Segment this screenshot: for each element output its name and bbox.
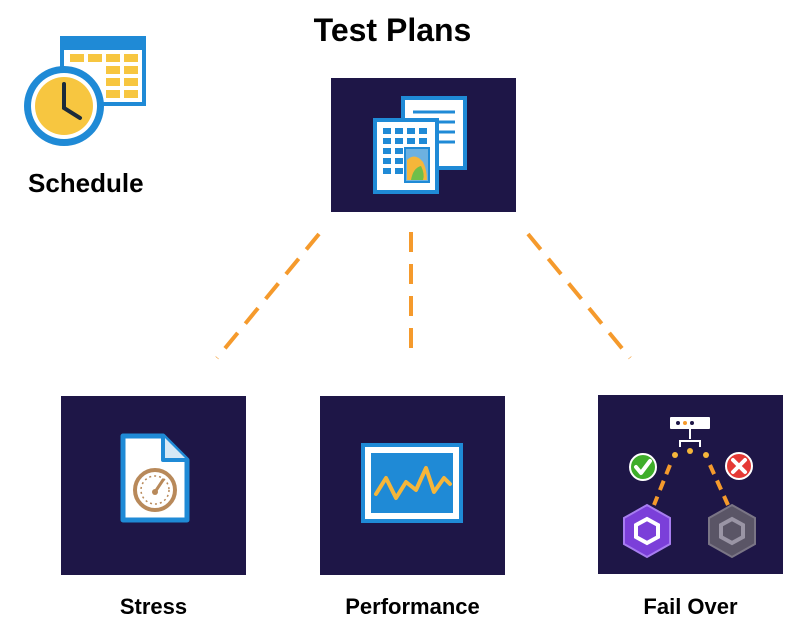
calendar-clock-icon [22, 36, 148, 148]
connector-stress [215, 232, 321, 360]
performance-label: Performance [345, 594, 480, 619]
stress-label: Stress [119, 594, 188, 619]
stress-tile [61, 396, 246, 575]
diagram-title: Test Plans [313, 12, 472, 48]
test-plan-documents-icon [373, 96, 469, 194]
schedule-label: Schedule [28, 168, 144, 198]
stress-gauge-document-icon [119, 432, 191, 524]
failover-network-icon [598, 395, 783, 574]
failover-label: Fail Over [643, 594, 738, 619]
performance-tile [320, 396, 505, 575]
test-plans-tile [331, 78, 516, 212]
performance-waveform-icon [360, 442, 464, 524]
connector-failover [526, 232, 632, 360]
failover-tile [598, 395, 783, 574]
